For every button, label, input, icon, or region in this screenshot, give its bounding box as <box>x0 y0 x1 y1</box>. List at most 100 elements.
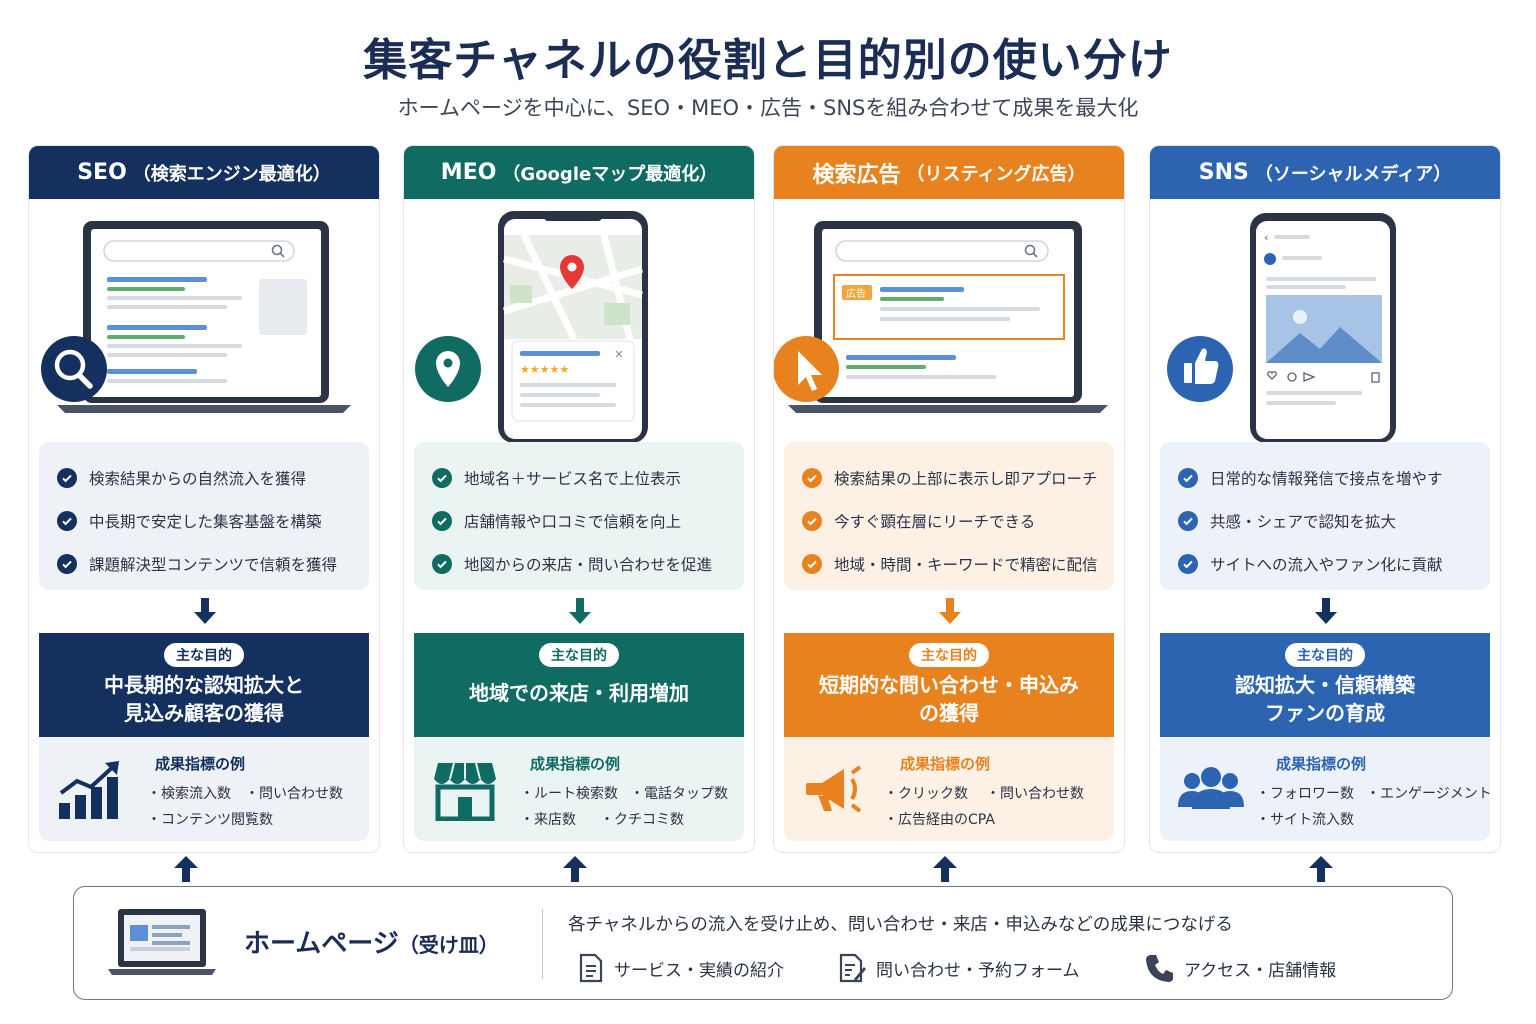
goal-label: 主な目的 <box>1285 643 1365 667</box>
check-circle-icon <box>432 467 452 488</box>
svg-text:★★★★★: ★★★★★ <box>520 363 569 376</box>
goal-box-sns: 主な目的 認知拡大・信頼構築ファンの育成 <box>1160 633 1490 737</box>
feature-item: 共感・シェアで認知を拡大 <box>1178 499 1490 542</box>
channel-header-meo: MEO（Googleマップ最適化） <box>404 146 754 199</box>
channel-column-meo: MEO（Googleマップ最適化） ★★★★★ 地域名＋ <box>403 145 755 853</box>
check-circle-icon <box>802 510 822 531</box>
metric-item: ・電話タップ数 <box>630 786 728 802</box>
metric-item: ・エンゲージメント <box>1366 786 1492 802</box>
goal-box-meo: 主な目的 地域での来店・利用増加 <box>414 633 744 737</box>
metric-item: ・問い合わせ数 <box>986 786 1084 802</box>
sns-illustration: ‹ <box>1150 199 1500 443</box>
check-circle-icon <box>432 510 452 531</box>
metrics-title: 成果指標の例 <box>1276 755 1367 773</box>
phone-social-feed-illustration: ‹ <box>1167 213 1396 443</box>
arrow-up-icon <box>1309 856 1333 882</box>
divider <box>542 909 543 979</box>
channel-name: SNS <box>1198 160 1249 185</box>
homepage-feature-services: サービス・実績の紹介 <box>578 953 784 983</box>
channel-column-sns: SNS（ソーシャルメディア） ‹ 日常的な情報発信で接点を増やす <box>1149 145 1501 853</box>
feature-item: 地図からの来店・問い合わせを促進 <box>432 542 744 585</box>
meo-illustration: ★★★★★ <box>404 199 754 443</box>
channel-column-seo: SEO（検索エンジン最適化） 検索結果からの自然流入を獲得 <box>28 145 380 853</box>
feature-item: 検索結果の上部に表示し即アプローチ <box>802 456 1114 499</box>
goal-text: 認知拡大・信頼構築ファンの育成 <box>1235 673 1415 725</box>
ad-badge-text: 広告 <box>846 287 866 300</box>
laptop-website-icon <box>108 909 216 975</box>
feature-item: 課題解決型コンテンツで信頼を獲得 <box>57 542 369 585</box>
goal-box-ad: 主な目的 短期的な問い合わせ・申込みの獲得 <box>784 633 1114 737</box>
metric-item: ・サイト流入数 <box>1256 812 1354 828</box>
arrow-up-icon <box>174 856 198 882</box>
channel-header-ad: 検索広告（リスティング広告） <box>774 146 1124 199</box>
check-circle-icon <box>1178 467 1198 488</box>
megaphone-icon <box>806 765 862 813</box>
channel-name: MEO <box>440 160 497 185</box>
metric-item: ・ルート検索数 <box>520 786 618 802</box>
check-circle-icon <box>57 510 77 531</box>
laptop-search-results-illustration <box>41 221 351 413</box>
metric-item: ・クチコミ数 <box>600 812 684 828</box>
goal-label: 主な目的 <box>909 643 989 667</box>
metric-item: ・フォロワー数 <box>1256 786 1354 802</box>
channel-name: 検索広告 <box>812 162 901 188</box>
page-subtitle: ホームページを中心に、SEO・MEO・広告・SNSを組み合わせて成果を最大化 <box>397 96 1139 120</box>
check-circle-icon <box>802 553 822 574</box>
goal-box-seo: 主な目的 中長期的な認知拡大と見込み顧客の獲得 <box>39 633 369 737</box>
metric-item: ・コンテンツ閲覧数 <box>147 812 273 828</box>
feature-item: 今すぐ顕在層にリーチできる <box>802 499 1114 542</box>
arrow-up-icon <box>933 856 957 882</box>
metrics-title: 成果指標の例 <box>530 755 621 773</box>
bar-chart-up-icon <box>59 761 119 819</box>
feature-list-seo: 検索結果からの自然流入を獲得 中長期で安定した集客基盤を構築 課題解決型コンテン… <box>39 442 369 590</box>
metrics-box-sns: 成果指標の例 ・フォロワー数 ・エンゲージメント ・サイト流入数 <box>1160 737 1492 841</box>
check-circle-icon <box>802 467 822 488</box>
channel-name: SEO <box>77 160 127 185</box>
homepage-description: 各チャネルからの流入を受け止め、問い合わせ・来店・申込みなどの成果につなげる <box>568 915 1233 935</box>
metric-item: ・広告経由のCPA <box>884 812 995 828</box>
page-title: 集客チャネルの役割と目的別の使い分け <box>363 35 1173 86</box>
feature-item: 日常的な情報発信で接点を増やす <box>1178 456 1490 499</box>
check-circle-icon <box>432 553 452 574</box>
channel-column-ad: 検索広告（リスティング広告） 広告 検索結果の上部に表示し即アプローチ 今すぐ顕… <box>773 145 1125 853</box>
metric-item: ・来店数 <box>520 812 576 828</box>
goal-text: 中長期的な認知拡大と見込み顧客の獲得 <box>104 673 304 725</box>
goal-label: 主な目的 <box>164 643 244 667</box>
metrics-box-ad: 成果指標の例 ・クリック数 ・問い合わせ数 ・広告経由のCPA <box>784 737 1114 841</box>
homepage-title: ホームページ（受け皿） <box>244 929 499 959</box>
metrics-title: 成果指標の例 <box>155 755 246 773</box>
goal-text: 地域での来店・利用増加 <box>469 681 689 705</box>
svg-text:‹: ‹ <box>1264 231 1268 244</box>
homepage-feature-access: アクセス・店舗情報 <box>1144 953 1336 983</box>
arrow-down-icon <box>939 598 961 624</box>
feature-item: 地域名＋サービス名で上位表示 <box>432 456 744 499</box>
arrow-down-icon <box>569 598 591 624</box>
check-circle-icon <box>57 467 77 488</box>
metrics-box-seo: 成果指標の例 ・検索流入数 ・問い合わせ数 ・コンテンツ閲覧数 <box>39 737 369 841</box>
channel-header-seo: SEO（検索エンジン最適化） <box>29 146 379 199</box>
feature-item: 店舗情報や口コミで信頼を向上 <box>432 499 744 542</box>
check-circle-icon <box>1178 510 1198 531</box>
goal-text: 短期的な問い合わせ・申込みの獲得 <box>819 673 1079 725</box>
feature-list-meo: 地域名＋サービス名で上位表示 店舗情報や口コミで信頼を向上 地図からの来店・問い… <box>414 442 744 590</box>
check-circle-icon <box>57 553 77 574</box>
metrics-title: 成果指標の例 <box>900 755 991 773</box>
metrics-box-meo: 成果指標の例 ・ルート検索数 ・電話タップ数 ・来店数 ・クチコミ数 <box>414 737 744 841</box>
homepage-feature-form: 問い合わせ・予約フォーム <box>838 953 1080 983</box>
storefront-icon <box>434 762 496 821</box>
channel-subname: （Googleマップ最適化） <box>502 163 718 185</box>
channel-subname: （検索エンジン最適化） <box>132 163 331 185</box>
channel-subname: （ソーシャルメディア） <box>1254 163 1452 185</box>
phone-icon <box>1146 955 1173 982</box>
arrow-down-icon <box>194 598 216 624</box>
feature-item: 地域・時間・キーワードで精密に配信 <box>802 542 1114 585</box>
ad-illustration: 広告 <box>774 199 1124 442</box>
metric-item: ・問い合わせ数 <box>245 786 343 802</box>
feature-item: 検索結果からの自然流入を獲得 <box>57 456 369 499</box>
feature-list-sns: 日常的な情報発信で接点を増やす 共感・シェアで認知を拡大 サイトへの流入やファン… <box>1160 442 1490 590</box>
phone-map-illustration: ★★★★★ <box>415 211 648 443</box>
check-circle-icon <box>1178 553 1198 574</box>
document-icon <box>579 953 603 983</box>
feature-item: サイトへの流入やファン化に貢献 <box>1178 542 1490 585</box>
feature-list-ad: 検索結果の上部に表示し即アプローチ 今すぐ顕在層にリーチできる 地域・時間・キー… <box>784 442 1114 590</box>
